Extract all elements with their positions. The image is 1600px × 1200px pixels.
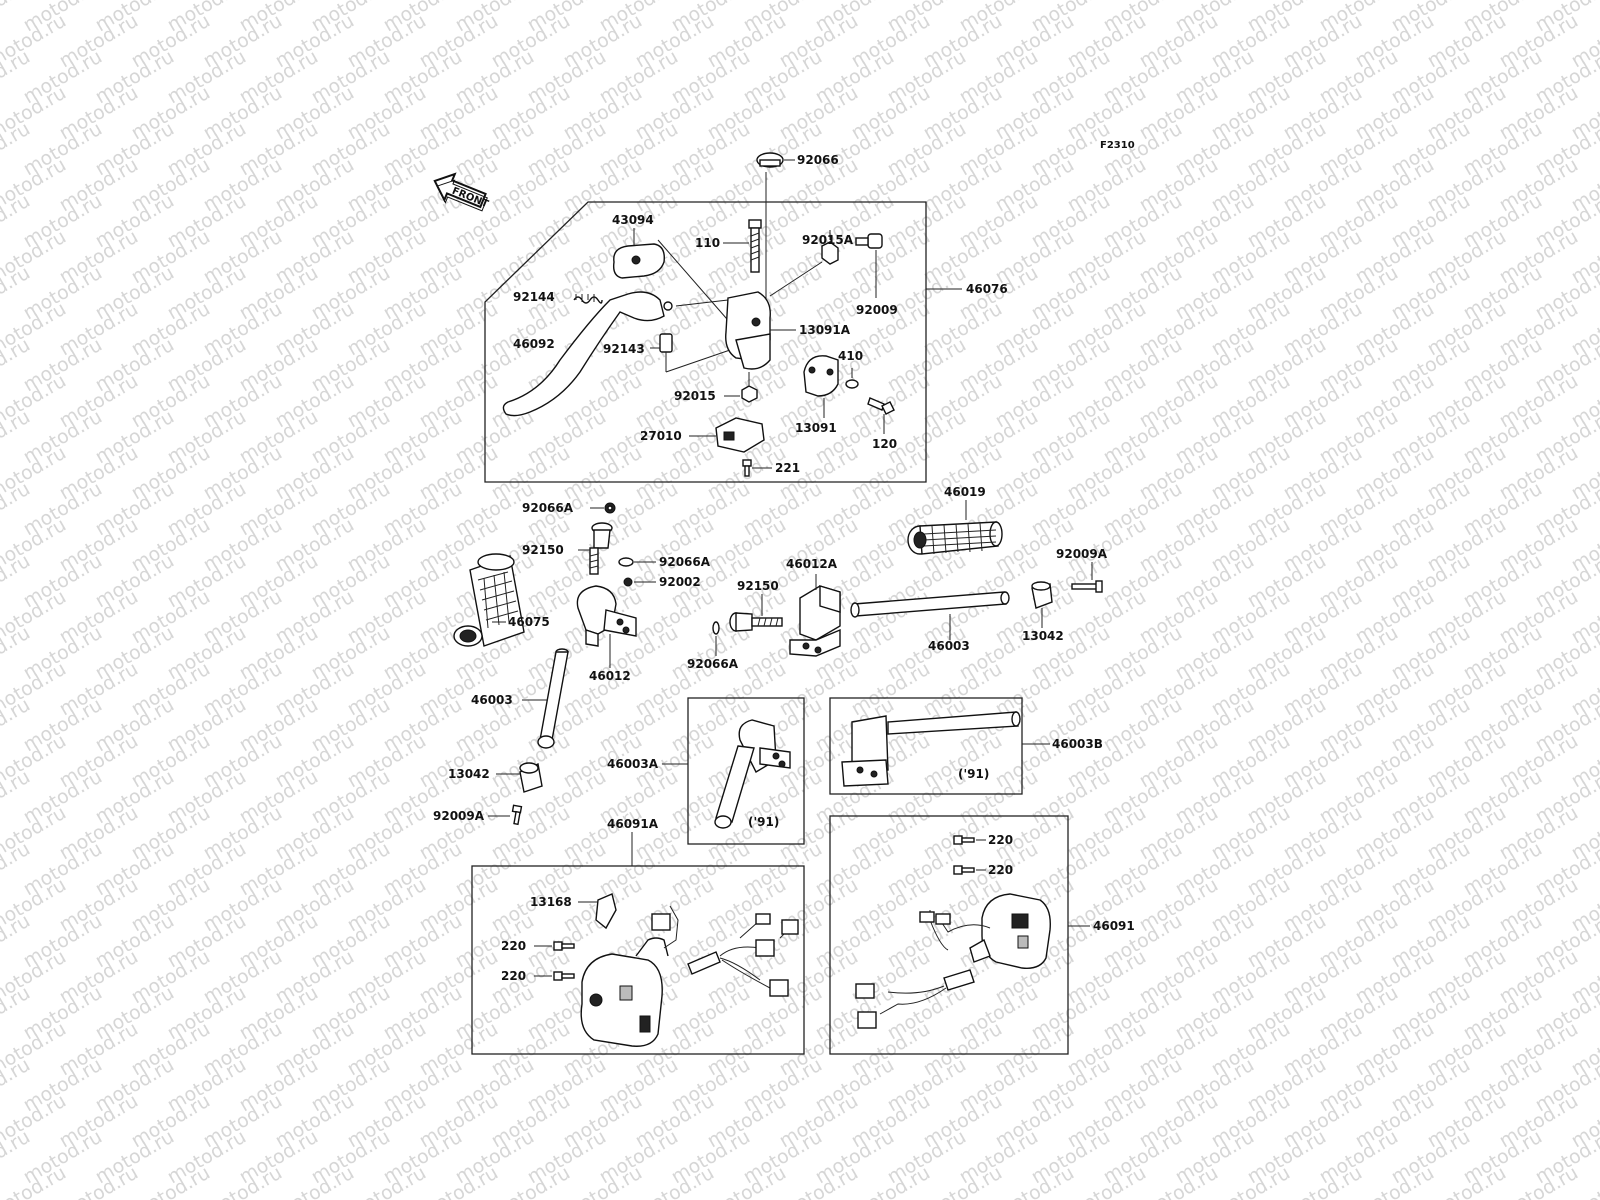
- screw-part: [1071, 583, 1099, 590]
- part-label: 221: [775, 461, 800, 475]
- screw-part: [553, 971, 563, 981]
- part-label: 46003: [928, 639, 970, 653]
- part-label: 27010: [640, 429, 682, 443]
- part-label: 46003A: [607, 757, 659, 771]
- part-label: 13091: [795, 421, 837, 435]
- part-label: 92009: [856, 303, 898, 317]
- screw-part: [867, 233, 883, 249]
- year-note: ('91): [958, 767, 989, 781]
- part-label: 13042: [448, 767, 490, 781]
- part-label: 46076: [966, 282, 1008, 296]
- part-label: 46019: [944, 485, 986, 499]
- part-label: 220: [988, 833, 1013, 847]
- part-label: 46012A: [786, 557, 838, 571]
- part-label: 13168: [530, 895, 572, 909]
- part-label: 410: [838, 349, 863, 363]
- part-label: 13042: [1022, 629, 1064, 643]
- part-label: 46012: [589, 669, 631, 683]
- part-label: 92066A: [687, 657, 739, 671]
- part-label: 120: [872, 437, 897, 451]
- washer-part: [712, 621, 720, 635]
- part-label: 46003B: [1052, 737, 1103, 751]
- clip-part: [595, 893, 617, 930]
- part-label: 46003: [471, 693, 513, 707]
- part-label: 13091A: [799, 323, 851, 337]
- part-label: 92015A: [802, 233, 854, 247]
- part-label: 92143: [603, 342, 645, 356]
- part-label: 92009A: [433, 809, 485, 823]
- part-label: 220: [988, 863, 1013, 877]
- part-label: 43094: [612, 213, 654, 227]
- part-label: 92066: [797, 153, 839, 167]
- screw-part: [553, 941, 563, 951]
- part-label: 220: [501, 969, 526, 983]
- washer-part: [845, 379, 859, 389]
- washer-part: [618, 557, 634, 567]
- part-label: 92066A: [659, 555, 711, 569]
- diagram-code: F2310: [1100, 140, 1135, 151]
- part-label: 220: [501, 939, 526, 953]
- part-label: 92150: [737, 579, 779, 593]
- part-label: 92150: [522, 543, 564, 557]
- nut-part: [741, 385, 758, 403]
- screw-part: [623, 577, 633, 587]
- year-note: ('91): [748, 815, 779, 829]
- part-label: 92066A: [522, 501, 574, 515]
- part-label: 46092: [513, 337, 555, 351]
- clamp-part: [803, 355, 839, 397]
- bolt-part: [748, 219, 762, 229]
- screw-part: [953, 865, 963, 875]
- part-label: 92002: [659, 575, 701, 589]
- part-label: 46091A: [607, 817, 659, 831]
- part-label: 92015: [674, 389, 716, 403]
- part-label: 92009A: [1056, 547, 1108, 561]
- part-label: 92144: [513, 290, 555, 304]
- grip-right-part: [907, 521, 1003, 555]
- part-label: 46075: [508, 615, 550, 629]
- screw-part: [742, 459, 752, 467]
- screw-part: [953, 835, 963, 845]
- part-label: 46091: [1093, 919, 1135, 933]
- collar-part: [659, 333, 673, 353]
- part-label: 110: [695, 236, 720, 250]
